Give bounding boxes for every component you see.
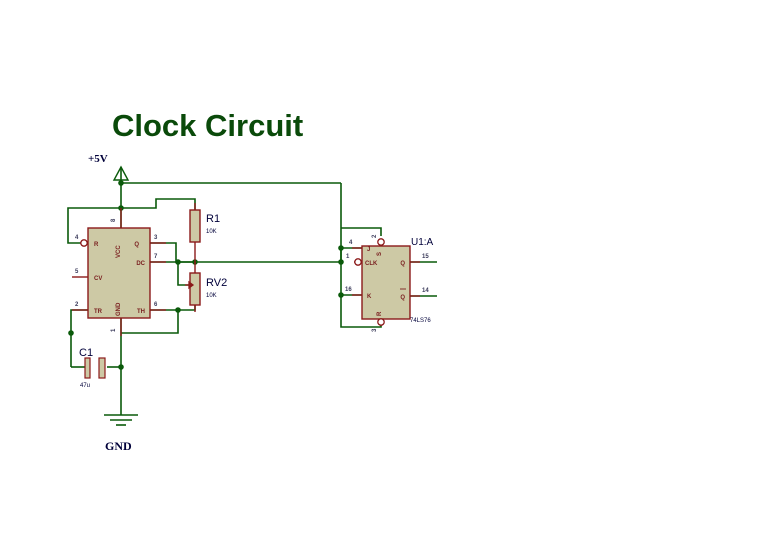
rv2-reference: RV2: [206, 277, 227, 289]
junction-dc: [175, 259, 181, 265]
junction-tr-cap: [68, 330, 74, 336]
ground-symbol: GND: [104, 414, 138, 453]
timer-pin2-name: TR: [94, 309, 103, 315]
ff-pin4-name: J: [367, 247, 370, 253]
junction-ff-k: [338, 292, 344, 298]
junction-cap-gnd: [118, 364, 124, 370]
wire-q-to-clk: [150, 242, 341, 263]
ff-pin15-name: Q: [400, 261, 405, 267]
timer-pin4-bubble-icon: [80, 239, 88, 247]
wire-preset-to-vcc: [341, 227, 382, 236]
c1-value: 47u: [80, 383, 90, 389]
ff-pin14-name: Q: [400, 295, 405, 301]
timer-pin3-name: Q: [134, 242, 139, 248]
timer-pin7-number: 7: [154, 254, 158, 260]
junction-th: [175, 307, 181, 313]
timer-pin3-number: 3: [154, 235, 158, 241]
wire-dc-to-rv2-wiper: [177, 262, 190, 286]
c1-plate-right: [98, 357, 106, 379]
ff-pin4-number: 4: [349, 240, 353, 246]
r1-value: 10K: [206, 229, 217, 235]
timer-pin8-number: 8: [111, 218, 117, 222]
flipflop-reference: U1:A: [411, 237, 434, 248]
timer-pin1-number: 1: [111, 328, 117, 332]
ff-pin3-number: 3: [372, 328, 378, 332]
component-r1[interactable]: R1 10K: [189, 203, 220, 264]
junction-ff-clk: [338, 259, 344, 265]
timer-pin8-name: VCC: [116, 245, 122, 258]
timer-body: [87, 227, 151, 319]
timer-pin5-name: CV: [94, 276, 102, 282]
flipflop-part-number: 74LS76: [410, 318, 431, 324]
timer-pin2-number: 2: [75, 302, 79, 308]
component-c1[interactable]: C1 47u: [79, 347, 106, 389]
timer-pin7-name: DC: [136, 261, 145, 267]
power-supply-symbol: +5V: [88, 153, 130, 181]
ff-pin15-number: 15: [422, 254, 429, 260]
ff-pin16-number: 16: [345, 287, 352, 293]
c1-reference: C1: [79, 347, 93, 359]
timer-pin4-name: R: [94, 242, 99, 248]
junction-vcc-top: [118, 180, 124, 186]
vcc-label: +5V: [88, 153, 108, 165]
ff-pin16-name: K: [367, 294, 372, 300]
ff-pin14-number: 14: [422, 288, 429, 294]
rv2-wiper-arrow-icon: [188, 280, 195, 290]
ff-pin2-bubble-icon: [377, 238, 385, 246]
ff-pin3-bubble-icon: [377, 318, 385, 326]
ic-555-timer[interactable]: 8 VCC 1 GND 4 R 5 CV 2 TR 3 Q 7 DC 6 TH: [72, 208, 166, 336]
timer-pin6-name: TH: [137, 309, 145, 315]
timer-pin1-name: GND: [116, 302, 122, 316]
timer-pin5-number: 5: [75, 269, 79, 275]
ic-flipflop-u1a[interactable]: 2 S 3 R 4 J 1 CLK 16 K 15 Q 14 Q U1:A 74…: [345, 234, 434, 332]
rv2-value: 10K: [206, 293, 217, 299]
ff-pin1-number: 1: [346, 254, 350, 260]
rv2-body: [189, 272, 201, 306]
timer-pin6-number: 6: [154, 302, 158, 308]
ff-pin2-name: S: [377, 252, 383, 256]
vcc-arrow-icon: [112, 165, 130, 181]
r1-body: [189, 209, 201, 243]
ff-pin2-number: 2: [372, 234, 378, 238]
junction-ff-j: [338, 245, 344, 251]
gnd-label: GND: [105, 439, 132, 453]
wire-r1-top-to-vcc: [121, 198, 196, 210]
flipflop-body: [361, 245, 411, 320]
ff-pin1-bubble-icon: [354, 258, 362, 266]
ff-pin3-name: R: [377, 311, 383, 316]
c1-plate-left: [84, 357, 91, 379]
component-rv2[interactable]: RV2 10K: [185, 262, 227, 312]
page-title: Clock Circuit: [112, 108, 303, 143]
timer-pin4-number: 4: [75, 235, 79, 241]
r1-reference: R1: [206, 213, 220, 225]
ff-pin1-name: CLK: [365, 261, 378, 267]
